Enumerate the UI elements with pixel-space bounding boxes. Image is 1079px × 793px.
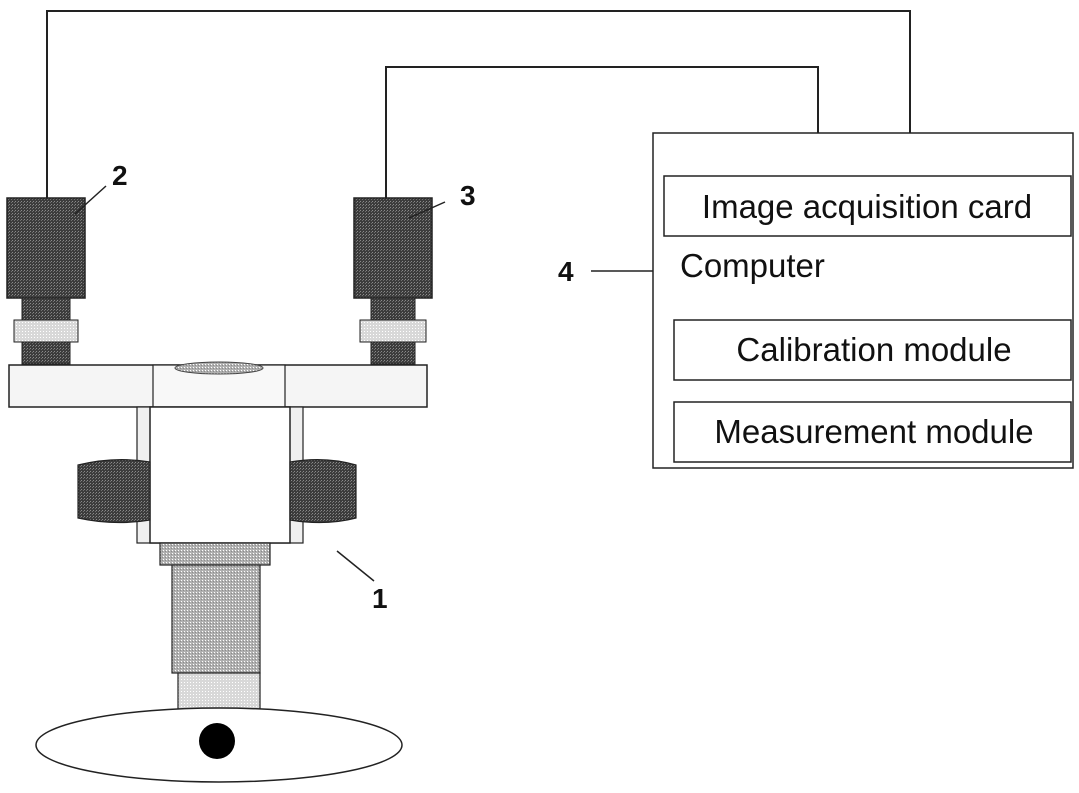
label-3-leader bbox=[408, 201, 446, 219]
image-acquisition-card-label: Image acquisition card bbox=[702, 188, 1032, 225]
camera-3-cable bbox=[385, 66, 819, 200]
measurement-module-label: Measurement module bbox=[714, 413, 1033, 450]
calibration-module-label: Calibration module bbox=[736, 331, 1011, 368]
specimen-object bbox=[199, 723, 235, 759]
label-4: 4 bbox=[558, 256, 574, 287]
camera-2-cable bbox=[46, 10, 911, 200]
left-camera bbox=[6, 197, 86, 365]
computer-label: Computer bbox=[680, 247, 825, 284]
computer-box bbox=[652, 132, 1074, 469]
label-3: 3 bbox=[460, 180, 476, 211]
right-camera bbox=[353, 197, 433, 365]
label-2-leader bbox=[74, 185, 107, 215]
stereo-microscope bbox=[8, 361, 428, 712]
label-1: 1 bbox=[372, 583, 388, 614]
label-2: 2 bbox=[112, 160, 128, 191]
specimen-stage bbox=[35, 707, 403, 783]
